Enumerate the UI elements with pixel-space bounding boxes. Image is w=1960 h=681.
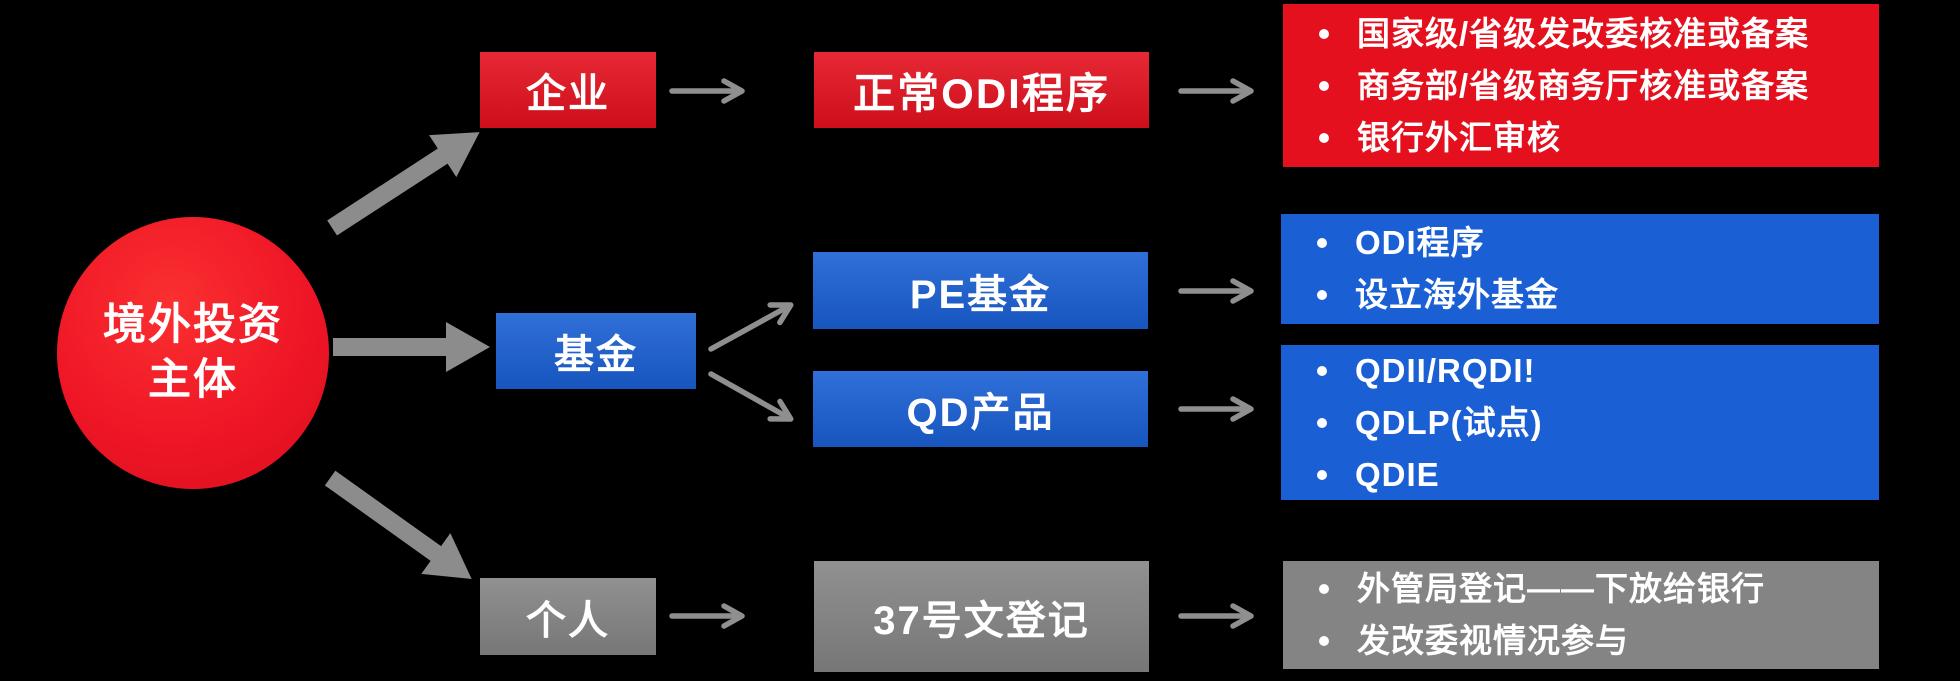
- list-item: 国家级/省级发改委核准或备案: [1301, 8, 1861, 60]
- list-item: ODI程序: [1299, 217, 1861, 269]
- root-node-overseas-investment-entity: 境外投资 主体: [57, 217, 329, 489]
- arrow-fund-to-qd-icon: [708, 371, 794, 422]
- bullet-dot-icon: [1319, 584, 1329, 594]
- bullet-dot-icon: [1319, 80, 1329, 91]
- node-qd-product-label: QD产品: [906, 391, 1055, 435]
- panel-qd-outcomes: QDII/RQDI! QDLP(试点) QDIE: [1281, 345, 1879, 500]
- panel-enterprise-outcomes: 国家级/省级发改委核准或备案 商务部/省级商务厅核准或备案 银行外汇审核: [1283, 4, 1879, 167]
- list-item: 设立海外基金: [1299, 269, 1861, 321]
- node-fund-label: 基金: [554, 333, 638, 377]
- bullet-dot-icon: [1317, 469, 1327, 480]
- node-individual: 个人: [480, 578, 656, 655]
- node-pe-fund-label: PE基金: [909, 272, 1052, 317]
- arrow-fund-to-pe-icon: [708, 302, 794, 352]
- outcome-text: 发改委视情况参与: [1357, 622, 1629, 659]
- list-item: 商务部/省级商务厅核准或备案: [1301, 60, 1861, 112]
- node-fund: 基金: [496, 313, 696, 389]
- node-normal-odi-process: 正常ODI程序: [814, 52, 1149, 128]
- thick-arrow-root-to-individual-icon: [315, 458, 486, 600]
- node-qd-product: QD产品: [813, 371, 1148, 447]
- individual-outcome-list: 外管局登记——下放给银行 发改委视情况参与: [1301, 563, 1861, 667]
- outcome-text: 银行外汇审核: [1357, 118, 1561, 156]
- bullet-dot-icon: [1317, 417, 1327, 428]
- bullet-dot-icon: [1317, 238, 1327, 248]
- outcome-text: 商务部/省级商务厅核准或备案: [1357, 66, 1810, 104]
- list-item: QDIE: [1299, 449, 1861, 501]
- panel-pe-outcomes: ODI程序 设立海外基金: [1281, 214, 1879, 324]
- panel-individual-outcomes: 外管局登记——下放给银行 发改委视情况参与: [1283, 561, 1879, 669]
- node-pe-fund: PE基金: [813, 252, 1148, 329]
- list-item: QDII/RQDI!: [1299, 345, 1861, 397]
- node-individual-label: 个人: [526, 598, 610, 643]
- thick-arrow-root-to-fund-icon: [333, 322, 490, 372]
- list-item: QDLP(试点): [1299, 397, 1861, 449]
- outcome-text: QDII/RQDI!: [1355, 351, 1536, 389]
- outcome-text: 设立海外基金: [1355, 276, 1559, 313]
- node-enterprise: 企业: [480, 52, 656, 128]
- thick-arrow-root-to-enterprise-icon: [318, 111, 493, 249]
- node-normal-odi-process-label: 正常ODI程序: [853, 69, 1110, 117]
- outcome-text: QDIE: [1355, 455, 1440, 493]
- bullet-dot-icon: [1317, 365, 1327, 376]
- node-circular-37-registration-label: 37号文登记: [873, 598, 1090, 643]
- outcome-text: ODI程序: [1355, 224, 1485, 261]
- node-enterprise-label: 企业: [526, 72, 610, 116]
- outcome-text: QDLP(试点): [1355, 403, 1543, 441]
- outcome-text: 国家级/省级发改委核准或备案: [1357, 14, 1810, 52]
- bullet-dot-icon: [1319, 28, 1329, 39]
- bullet-dot-icon: [1317, 290, 1327, 300]
- enterprise-outcome-list: 国家级/省级发改委核准或备案 商务部/省级商务厅核准或备案 银行外汇审核: [1301, 8, 1861, 164]
- list-item: 外管局登记——下放给银行: [1301, 563, 1861, 615]
- list-item: 发改委视情况参与: [1301, 615, 1861, 667]
- node-circular-37-registration: 37号文登记: [814, 561, 1149, 672]
- outcome-text: 外管局登记——下放给银行: [1357, 570, 1765, 607]
- list-item: 银行外汇审核: [1301, 112, 1861, 164]
- bullet-dot-icon: [1319, 636, 1329, 646]
- bullet-dot-icon: [1319, 132, 1329, 143]
- qd-outcome-list: QDII/RQDI! QDLP(试点) QDIE: [1299, 345, 1861, 501]
- root-node-label-line1: 境外投资: [103, 300, 283, 349]
- root-node-label-line2: 主体: [148, 356, 238, 404]
- pe-outcome-list: ODI程序 设立海外基金: [1299, 217, 1861, 321]
